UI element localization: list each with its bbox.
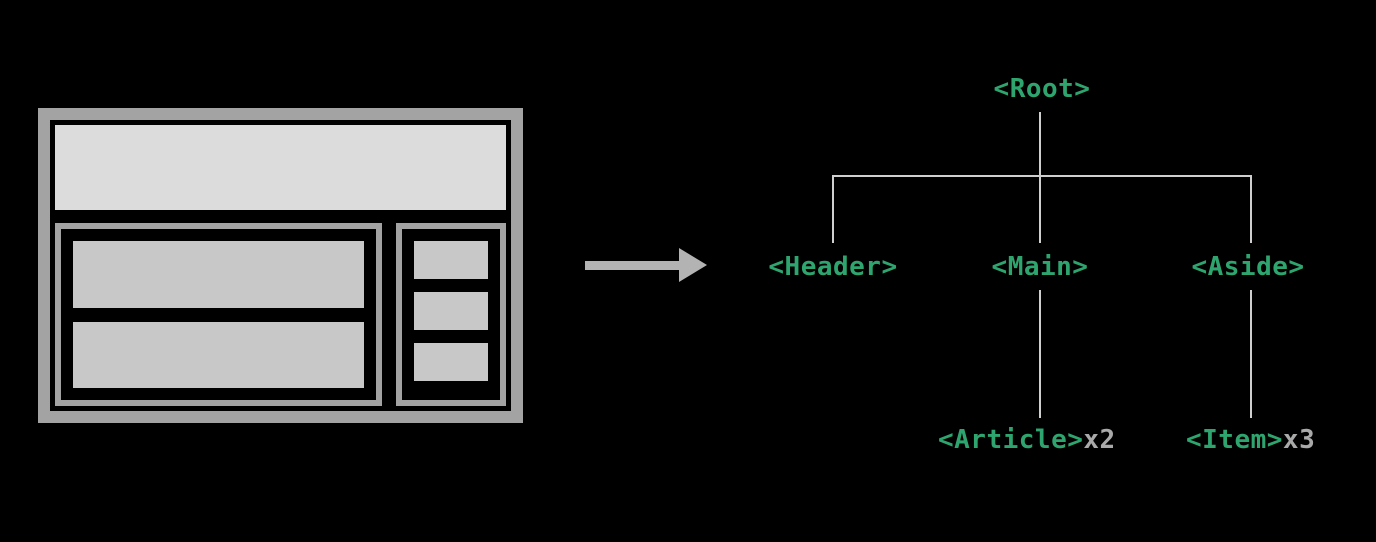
tree-node-aside: <Aside> — [1191, 252, 1305, 282]
tree-node-item: <Item>x3 — [1186, 425, 1315, 455]
wireframe-article-block-2 — [73, 321, 364, 388]
arrow-shaft — [585, 261, 681, 270]
layout-wireframe — [38, 108, 523, 423]
tree-line-horizontal — [832, 175, 1252, 177]
article-tag: <Article> — [938, 425, 1084, 455]
item-count: x3 — [1282, 425, 1316, 455]
wireframe-main-panel — [55, 223, 382, 406]
tree-node-article: <Article>x2 — [938, 425, 1116, 455]
tree-line-to-aside — [1250, 175, 1252, 243]
wireframe-header-block — [55, 125, 506, 210]
wireframe-item-block-2 — [414, 292, 488, 330]
article-count: x2 — [1083, 425, 1116, 455]
wireframe-item-block-1 — [414, 241, 488, 279]
item-tag: <Item> — [1186, 425, 1283, 455]
wireframe-item-block-3 — [414, 343, 488, 381]
tree-line-root-stem — [1039, 112, 1041, 176]
tree-node-main: <Main> — [991, 252, 1089, 282]
tree-node-root: <Root> — [993, 74, 1091, 104]
arrow-head — [679, 248, 707, 282]
tree-line-to-header — [832, 175, 834, 243]
tree-line-main-to-article — [1039, 290, 1041, 418]
tree-node-header: <Header> — [768, 252, 898, 282]
tree-line-aside-to-item — [1250, 290, 1252, 418]
tree-line-to-main — [1039, 175, 1041, 243]
wireframe-article-block-1 — [73, 241, 364, 308]
wireframe-body — [55, 223, 506, 406]
wireframe-aside-panel — [396, 223, 506, 406]
